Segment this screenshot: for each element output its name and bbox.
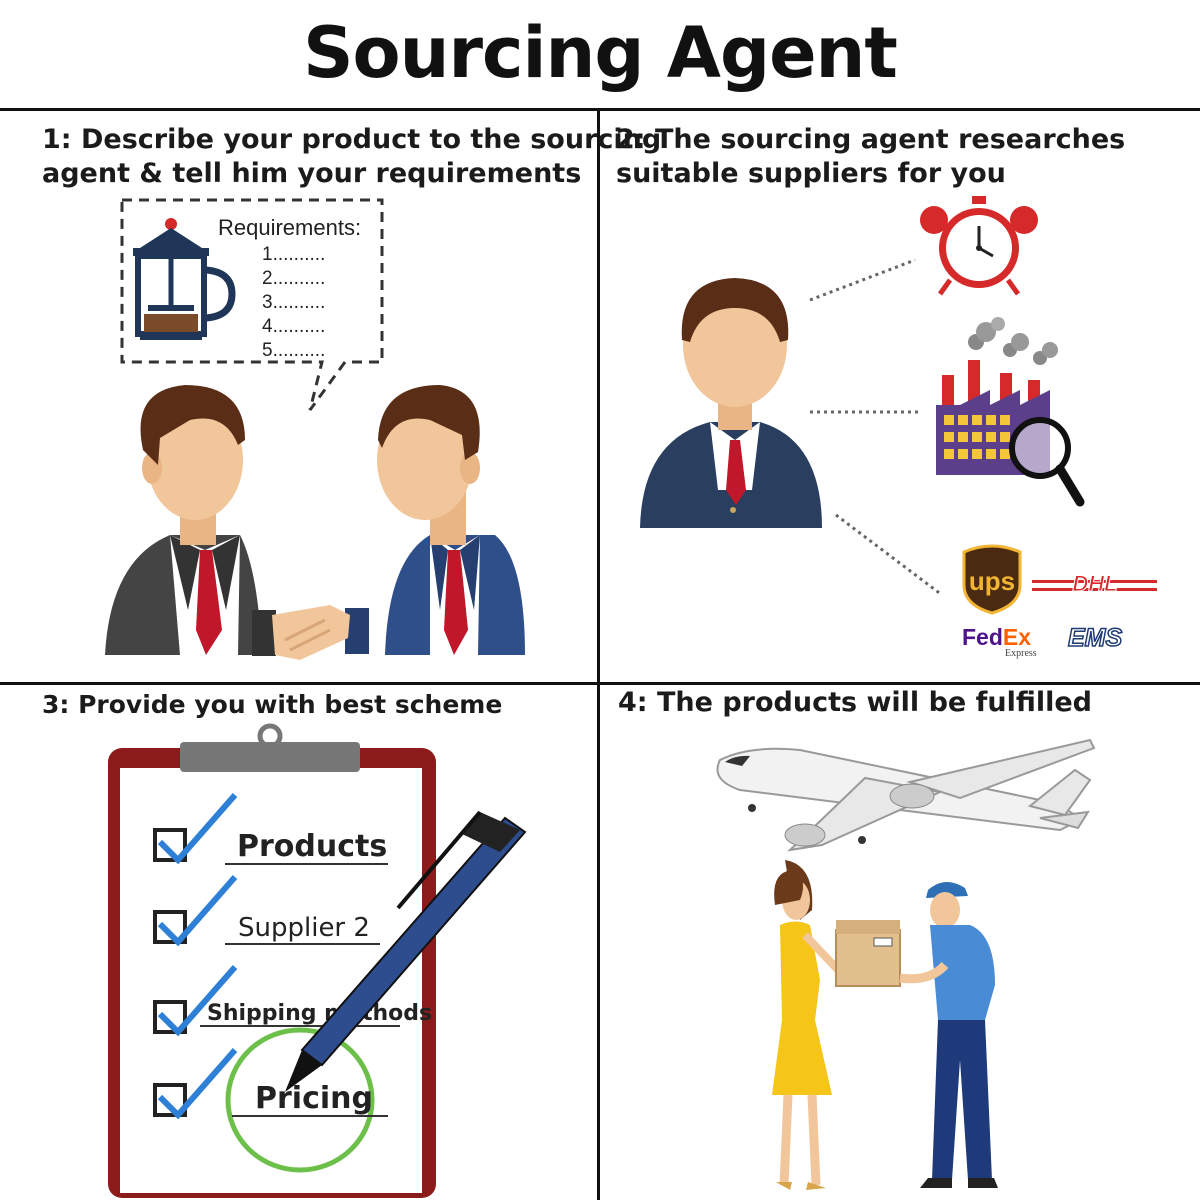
- airplane-icon: [716, 738, 1096, 852]
- requirement-item: 3..........: [262, 292, 325, 313]
- middle-divider: [0, 682, 1200, 685]
- highlight-circle: [225, 1027, 375, 1173]
- alarm-clock-icon: [920, 196, 1038, 296]
- checklist-item-pricing: Pricing: [153, 1027, 388, 1173]
- agent-figure: [377, 385, 525, 655]
- title-divider: [0, 108, 1200, 111]
- customer-figure: [772, 860, 853, 1190]
- connector-line: [809, 258, 916, 302]
- svg-text:FedEx: FedEx: [962, 624, 1031, 650]
- checklist-label: Shipping methods: [207, 1001, 432, 1026]
- svg-text:DHL: DHL: [1072, 571, 1117, 596]
- checklist-item-supplier: Supplier 2: [153, 875, 380, 947]
- ems-logo: EMS: [1067, 623, 1123, 653]
- research-illustration: ups DHL FedEx Express EMS: [640, 196, 1157, 659]
- requirement-item: 1..........: [262, 244, 325, 265]
- client-figure: [105, 385, 262, 655]
- checklist-label: Pricing: [255, 1081, 373, 1116]
- svg-text:EMS: EMS: [1068, 624, 1123, 652]
- dhl-logo: DHL: [1032, 571, 1157, 597]
- sourcing-agent-figure: [640, 278, 822, 528]
- step-4-caption: 4: The products will be fulfilled: [618, 687, 1092, 718]
- ups-logo: ups: [962, 544, 1022, 615]
- svg-text:Express: Express: [1005, 648, 1037, 659]
- step-1-caption: 1: Describe your product to the sourcing…: [42, 124, 662, 189]
- factory-icon: [936, 317, 1085, 507]
- connector-line: [835, 513, 943, 597]
- pen-icon: [285, 810, 527, 1092]
- handshake: [252, 605, 369, 660]
- page-title: Sourcing Agent: [303, 12, 898, 94]
- checklist-item-shipping: Shipping methods: [153, 965, 432, 1037]
- requirements-heading: Requirements:: [218, 215, 361, 240]
- handshake-illustration: Requirements: 1.......... 2.......... 3.…: [105, 198, 525, 660]
- requirement-item: 4..........: [262, 316, 325, 337]
- french-press-icon: [133, 218, 236, 340]
- courier-figure: [899, 881, 998, 1188]
- checklist-illustration: Products Supplier 2 Shipping methods Pri…: [108, 723, 527, 1198]
- speech-bubble: [120, 198, 384, 411]
- checklist-label: Products: [237, 829, 387, 864]
- delivery-illustration: [716, 738, 1096, 1190]
- svg-text:ups: ups: [969, 566, 1015, 596]
- package-box-icon: [835, 920, 901, 987]
- checklist-item-products: Products: [153, 793, 388, 865]
- checklist-label: Supplier 2: [238, 913, 370, 943]
- step-3-caption: 3: Provide you with best scheme: [42, 690, 503, 719]
- requirement-item: 5..........: [262, 340, 325, 361]
- requirement-item: 2..........: [262, 268, 325, 289]
- requirements-list: Requirements: 1.......... 2.......... 3.…: [218, 215, 361, 361]
- center-divider: [597, 110, 600, 1200]
- fedex-logo: FedEx Express: [962, 624, 1037, 659]
